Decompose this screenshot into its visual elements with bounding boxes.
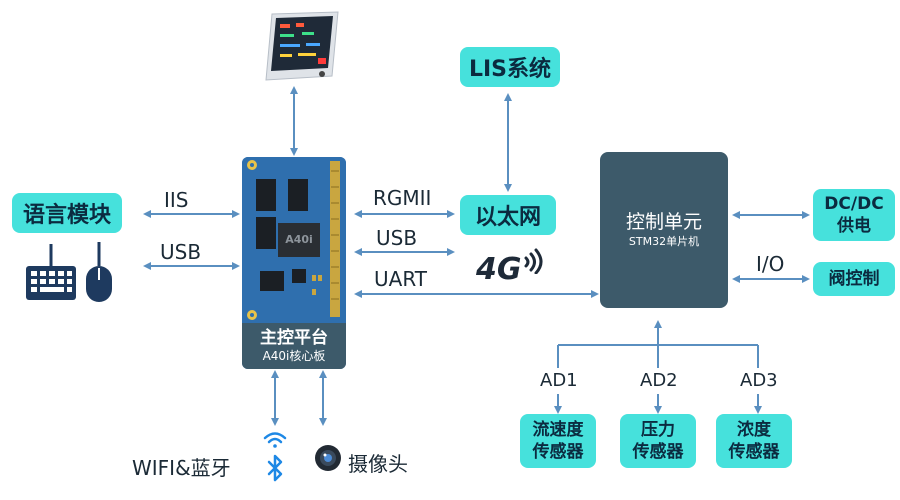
- usb-right-label: USB: [376, 226, 418, 250]
- io-label: I/O: [756, 252, 785, 276]
- lis-system-box: LIS系统: [460, 47, 560, 87]
- 4g-label: 4G: [476, 252, 522, 287]
- dcdc-line1: DC/DC: [824, 194, 884, 214]
- sensor-name: 流速度: [532, 420, 584, 440]
- bluetooth-icon: [267, 454, 283, 482]
- main-platform-board: A40i 主控平台 A40i核心板: [242, 157, 346, 369]
- main-platform-title: 主控平台: [260, 328, 328, 348]
- wifi-icon: [263, 432, 287, 448]
- ad3-label: AD3: [740, 370, 778, 391]
- valve-control-box: 阀控制: [813, 262, 895, 296]
- sensor-type: 传感器: [632, 442, 684, 462]
- core-board-pcb: [242, 157, 346, 323]
- ad1-label: AD1: [540, 370, 578, 391]
- usb-left-label: USB: [160, 240, 202, 264]
- control-unit-subtitle: STM32单片机: [628, 235, 700, 248]
- wifi-bluetooth-label: WIFI&蓝牙: [132, 456, 231, 480]
- keyboard-icon: [26, 242, 112, 302]
- tablet-display: [262, 10, 342, 82]
- sensor-name: 压力: [641, 420, 675, 440]
- dcdc-power-box: DC/DC 供电: [813, 189, 895, 241]
- pressure-sensor-box: 压力 传感器: [620, 414, 696, 468]
- camera-label: 摄像头: [348, 452, 408, 476]
- camera-icon: [313, 443, 343, 473]
- dcdc-line2: 供电: [837, 216, 871, 236]
- chip-label: A40i: [285, 233, 313, 246]
- ethernet-box: 以太网: [460, 195, 556, 235]
- 4g-badge: 4G: [474, 240, 556, 290]
- ad2-label: AD2: [640, 370, 678, 391]
- control-unit-title: 控制单元: [625, 211, 702, 233]
- rgmii-label: RGMII: [373, 186, 432, 210]
- control-unit-box: 控制单元 STM32单片机: [600, 152, 728, 308]
- concentration-sensor-box: 浓度 传感器: [716, 414, 792, 468]
- sensor-type: 传感器: [728, 442, 780, 462]
- sensor-name: 浓度: [737, 420, 771, 440]
- main-platform-caption: 主控平台 A40i核心板: [242, 323, 346, 369]
- voice-module-box: 语言模块: [12, 193, 122, 233]
- sensor-type: 传感器: [532, 442, 584, 462]
- wifi-bluetooth-icons: [262, 428, 288, 488]
- signal-waves-icon: [524, 248, 543, 274]
- iis-label: IIS: [164, 188, 189, 212]
- tablet-icon: [265, 11, 339, 81]
- flow-sensor-box: 流速度 传感器: [520, 414, 596, 468]
- keyboard-mouse-icons: [24, 240, 120, 304]
- uart-label: UART: [374, 267, 427, 291]
- main-platform-subtitle: A40i核心板: [262, 349, 326, 363]
